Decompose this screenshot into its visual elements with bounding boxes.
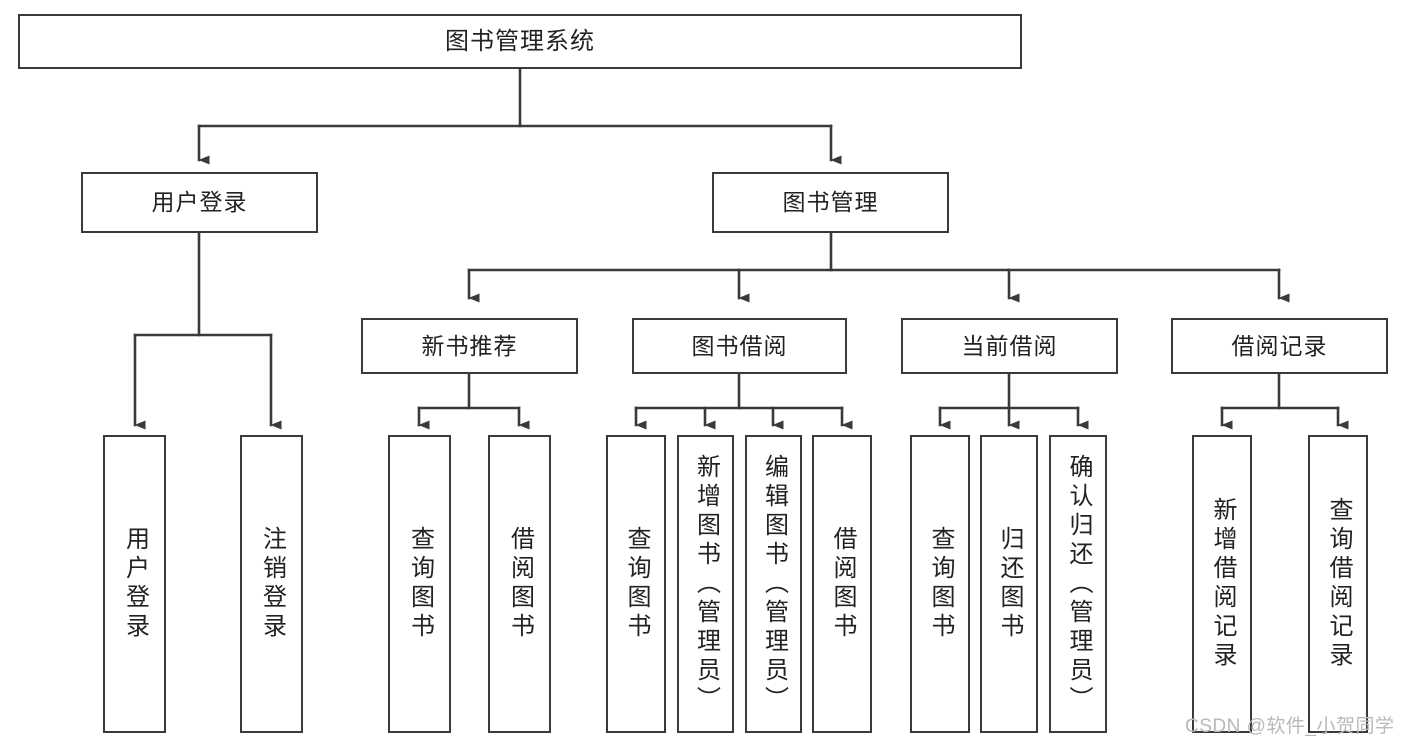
node-borrowing-records[interactable]: 借阅记录 [1171, 318, 1388, 374]
node-leaf-confirm-return-admin[interactable]: 确认归还（管理员） [1049, 435, 1107, 733]
node-leaf-borrow-books-recommend[interactable]: 借阅图书 [488, 435, 551, 733]
node-leaf-borrow-books[interactable]: 借阅图书 [812, 435, 872, 733]
node-leaf-logout[interactable]: 注销登录 [240, 435, 303, 733]
node-label: 用户登录 [121, 526, 149, 642]
node-label: 查询图书 [406, 526, 434, 642]
node-label: 图书管理系统 [445, 27, 595, 55]
node-label: 借阅图书 [506, 526, 534, 642]
node-label: 新增借阅记录 [1209, 497, 1236, 671]
node-leaf-add-borrow-record[interactable]: 新增借阅记录 [1192, 435, 1252, 733]
node-leaf-user-login[interactable]: 用户登录 [103, 435, 166, 733]
node-label: 新书推荐 [421, 332, 518, 359]
csdn-watermark: CSDN @软件_小贺同学 [1185, 716, 1395, 737]
node-label: 查询图书 [927, 526, 954, 642]
node-user-login[interactable]: 用户登录 [81, 172, 318, 233]
node-label: 借阅记录 [1231, 332, 1328, 359]
node-label: 当前借阅 [961, 332, 1058, 359]
node-label: 编辑图书（管理员） [760, 453, 788, 715]
node-book-management[interactable]: 图书管理 [712, 172, 949, 233]
node-current-borrowing[interactable]: 当前借阅 [901, 318, 1118, 374]
node-label: 查询借阅记录 [1325, 497, 1352, 671]
node-leaf-query-books-current[interactable]: 查询图书 [910, 435, 970, 733]
node-label: 图书管理 [782, 189, 879, 216]
node-leaf-return-books[interactable]: 归还图书 [980, 435, 1038, 733]
node-leaf-edit-book-admin[interactable]: 编辑图书（管理员） [745, 435, 802, 733]
node-label: 查询图书 [623, 526, 650, 642]
node-label: 用户登录 [151, 189, 248, 216]
node-leaf-query-borrow-record[interactable]: 查询借阅记录 [1308, 435, 1368, 733]
node-root-book-management-system[interactable]: 图书管理系统 [18, 14, 1022, 69]
node-label: 归还图书 [996, 526, 1023, 642]
node-leaf-add-book-admin[interactable]: 新增图书（管理员） [677, 435, 734, 733]
node-label: 借阅图书 [829, 526, 856, 642]
node-leaf-query-books-borrow[interactable]: 查询图书 [606, 435, 666, 733]
node-label: 新增图书（管理员） [692, 453, 720, 715]
node-book-borrowing[interactable]: 图书借阅 [632, 318, 847, 374]
node-label: 确认归还（管理员） [1065, 453, 1092, 715]
node-label: 注销登录 [258, 526, 286, 642]
node-new-book-recommendation[interactable]: 新书推荐 [361, 318, 578, 374]
node-leaf-query-books-recommend[interactable]: 查询图书 [388, 435, 451, 733]
node-label: 图书借阅 [691, 332, 788, 359]
